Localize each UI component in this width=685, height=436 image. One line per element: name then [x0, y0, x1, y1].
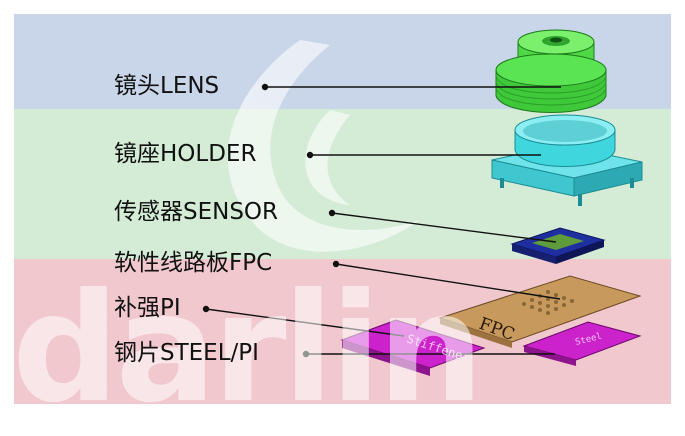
holder-part [491, 114, 643, 206]
label-fpc: 软性线路板FPC [114, 250, 273, 276]
leader-sensor [331, 212, 557, 243]
leader-stiffener [205, 308, 405, 337]
watermark-text: darlin [12, 262, 484, 436]
label-stiffener: 补强PI [114, 295, 181, 321]
watermark-swirl [227, 40, 420, 252]
sensor-part [510, 227, 606, 264]
label-holder: 镜座HOLDER [114, 141, 257, 167]
label-lens: 镜头LENS [114, 73, 220, 99]
lens-part [495, 29, 607, 113]
steel-part [522, 321, 642, 366]
diagram-canvas: FPC Stiffener Steel darlin 镜头LENS 镜座HOLD… [14, 14, 671, 404]
leader-fpc [335, 263, 561, 300]
fpc-part [438, 275, 642, 348]
label-steel: 钢片STEEL/PI [114, 340, 259, 366]
label-sensor: 传感器SENSOR [114, 199, 279, 225]
